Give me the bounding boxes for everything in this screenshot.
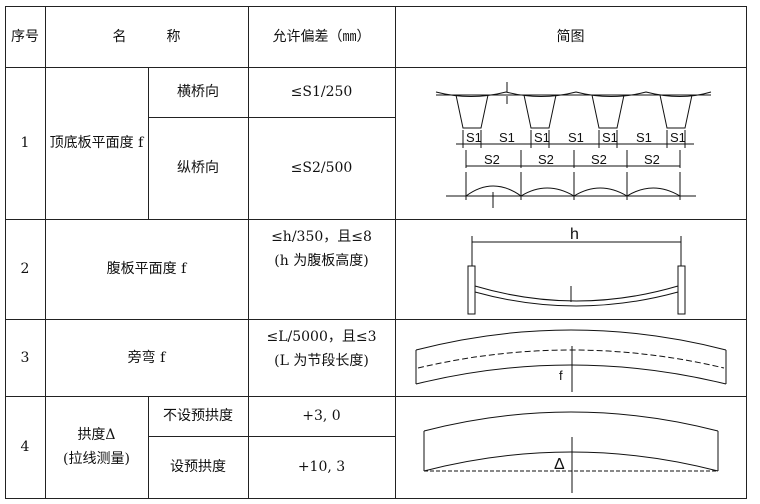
s1-dimension [456,130,694,148]
header-name-right: 称 [166,28,181,45]
row2-tolerance: ≤h/350，且≤8 (h 为腹板高度) [248,219,395,279]
s1-label-5: S1 [602,130,618,145]
s1-label-6: S1 [636,130,652,145]
header-seq: 序号 [11,28,39,45]
row4-name-divider [148,396,149,499]
row1-divider [5,219,747,220]
row4-name-line2: (拉线测量) [63,451,130,467]
table-border-bottom [5,498,747,499]
row2-seq: 2 [20,261,30,277]
header-name-left: 名 [112,28,127,45]
tolerance-table: 序号 名 称 允许偏差（㎜） 简图 1 顶底板平面度 f 横桥向 ≤S1/250… [5,6,747,499]
camber-bottom-curve [423,451,719,472]
camber-diagram: Δ [423,411,719,493]
camber-top-curve [423,411,719,432]
bend-center-dashed [417,349,725,369]
row1-sub2-tolerance: ≤S2/500 [290,160,353,176]
camber-delta-label: Δ [554,456,565,473]
row3-seq: 3 [20,349,30,366]
side-bend-diagram: f [415,329,727,392]
s2-label-1: S2 [484,152,500,167]
row1-seq: 1 [20,135,30,151]
s1-labels: S1 S1 S1 S1 S1 S1 S1 [466,130,686,145]
row4-name-line1: 拱度Δ [77,427,116,443]
row4-sub1-tolerance: +3, 0 [302,408,341,424]
flatness-diagram: S1 S1 S1 S1 S1 S1 S1 S2 S2 S2 S2 [435,82,712,208]
web-curve-bottom [474,291,679,307]
s2-label-4: S2 [644,152,660,167]
row4-sub2-tolerance: +10, 3 [297,459,346,475]
s1-label-7: S1 [670,130,686,145]
table-border-right [746,6,747,499]
s2-dimension [465,150,681,168]
s1-label-4: S1 [568,130,584,145]
bend-inner-curve [415,364,727,385]
row1-sub1-label: 横桥向 [177,84,219,100]
h-label: h [570,226,579,243]
wavy-plate [435,91,712,97]
rib-1 [455,94,489,129]
header-diagram: 简图 [556,28,585,45]
header-tolerance: 允许偏差（㎜） [272,28,371,45]
row4-seq: 4 [20,439,30,455]
row4-sub-divider [148,436,395,437]
rib-3 [591,94,625,129]
row1-name-divider [148,67,149,220]
long-wave [465,185,681,197]
row2-name: 腹板平面度 f [106,261,187,277]
col-seq-divider [45,6,46,499]
s1-label-3: S1 [534,130,550,145]
header-name: 名 称 [45,6,248,67]
row1-sub2-label: 纵桥向 [177,160,219,176]
row3-tolerance-line1: ≤L/5000，且≤3 [266,329,377,345]
s1-label-1: S1 [466,130,482,145]
row2-tolerance-line1: ≤h/350，且≤8 [271,229,372,245]
web-flatness-diagram: h [467,226,686,315]
row3-name: 旁弯 f [127,349,166,366]
s2-label-3: S2 [591,152,607,167]
bend-f-label: f [559,368,563,383]
web-left-flange [467,265,476,315]
col-name-divider [248,6,249,499]
header-divider [5,67,747,68]
bend-outer-curve [415,329,727,351]
row2-divider [5,319,747,320]
row3-divider [5,396,747,397]
s2-label-2: S2 [538,152,554,167]
row4-sub2-label: 设预拱度 [170,459,226,475]
col-tol-divider [395,6,396,499]
row3-tolerance-line2: (L 为节段长度) [274,353,369,369]
table-border-left [5,6,6,499]
s1-label-2: S1 [499,130,515,145]
s2-labels: S2 S2 S2 S2 [484,152,660,167]
row1-sub1-tolerance: ≤S1/250 [290,84,353,100]
row1-sub-divider [148,117,395,118]
row1-name: 顶底板平面度 f [49,135,144,151]
long-stiffeners [465,172,681,200]
row3-tolerance: ≤L/5000，且≤3 (L 为节段长度) [248,319,395,379]
row2-tolerance-line2: (h 为腹板高度) [274,253,369,269]
rib-2 [523,94,557,129]
row4-name: 拱度Δ (拉线测量) [45,396,148,498]
rib-4 [659,94,693,129]
table-border-top [5,6,747,7]
web-right-flange [677,265,686,315]
row4-sub1-label: 不设预拱度 [163,408,233,424]
web-curve-top [474,285,679,302]
